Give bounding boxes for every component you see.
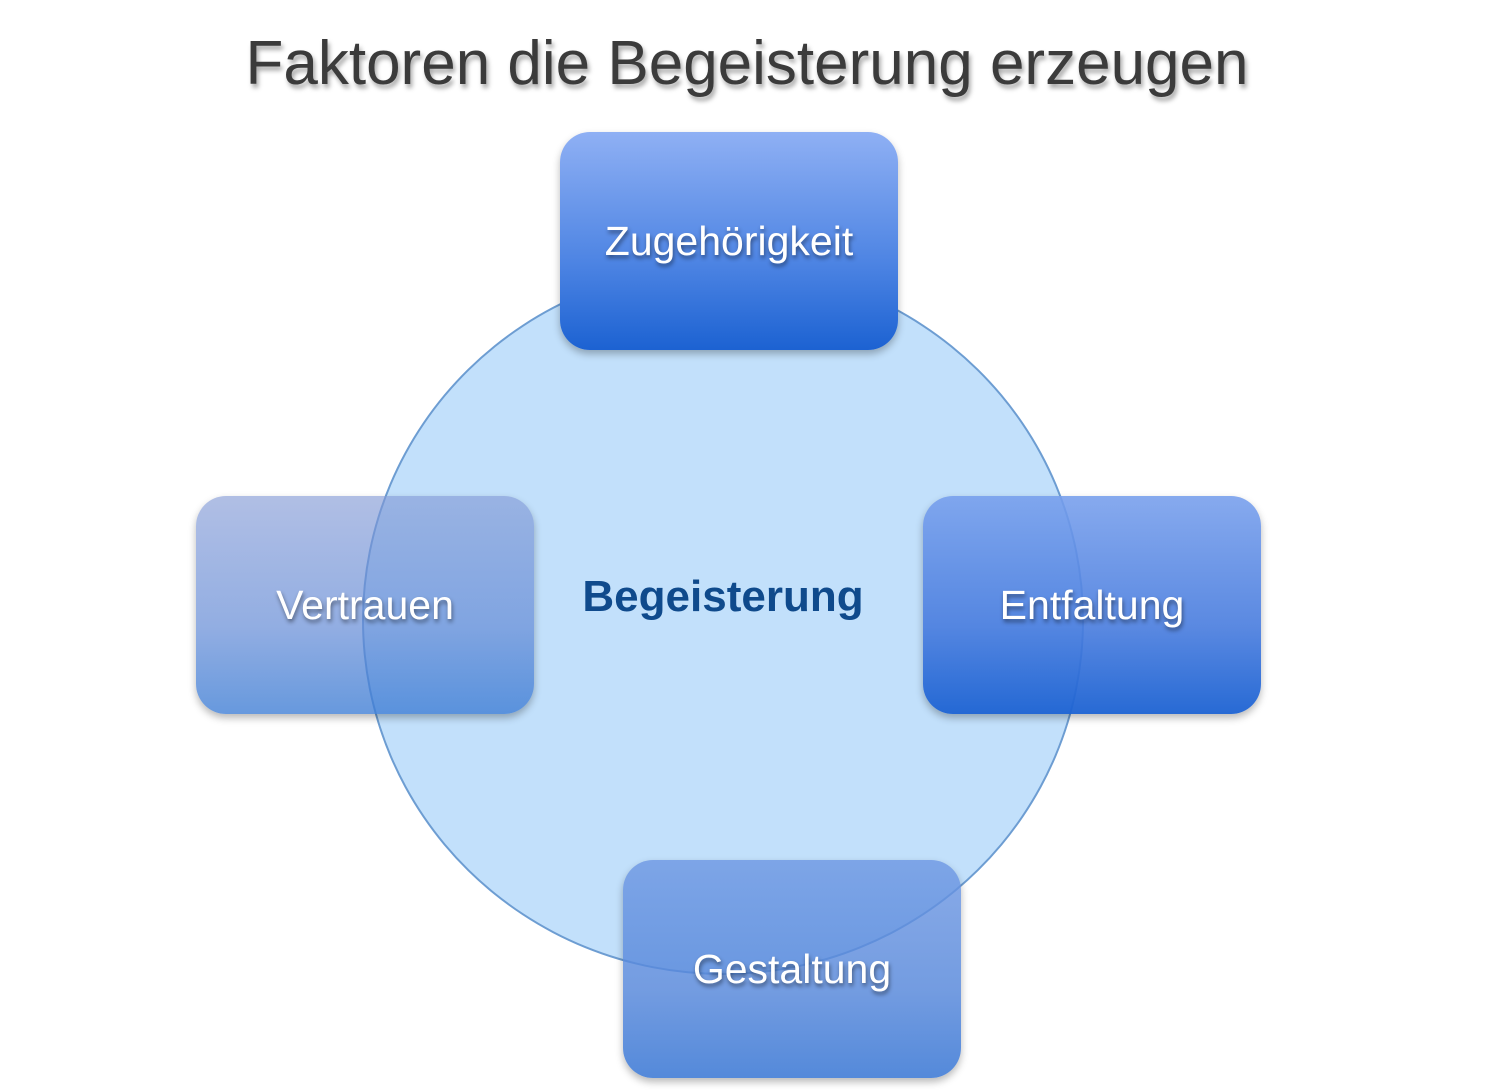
factor-box-vertrauen: Vertrauen	[196, 496, 534, 714]
factor-box-zugehoerigkeit: Zugehörigkeit	[560, 132, 898, 350]
factor-label: Gestaltung	[692, 945, 892, 992]
page-title: Faktoren die Begeisterung erzeugen	[245, 29, 1249, 98]
central-circle-label: Begeisterung	[582, 572, 864, 621]
factor-box-gestaltung: Gestaltung	[623, 860, 961, 1078]
factor-box-entfaltung: Entfaltung	[923, 496, 1261, 714]
factor-label: Entfaltung	[999, 581, 1185, 628]
factor-label: Zugehörigkeit	[604, 217, 854, 264]
factor-label: Vertrauen	[276, 581, 454, 628]
